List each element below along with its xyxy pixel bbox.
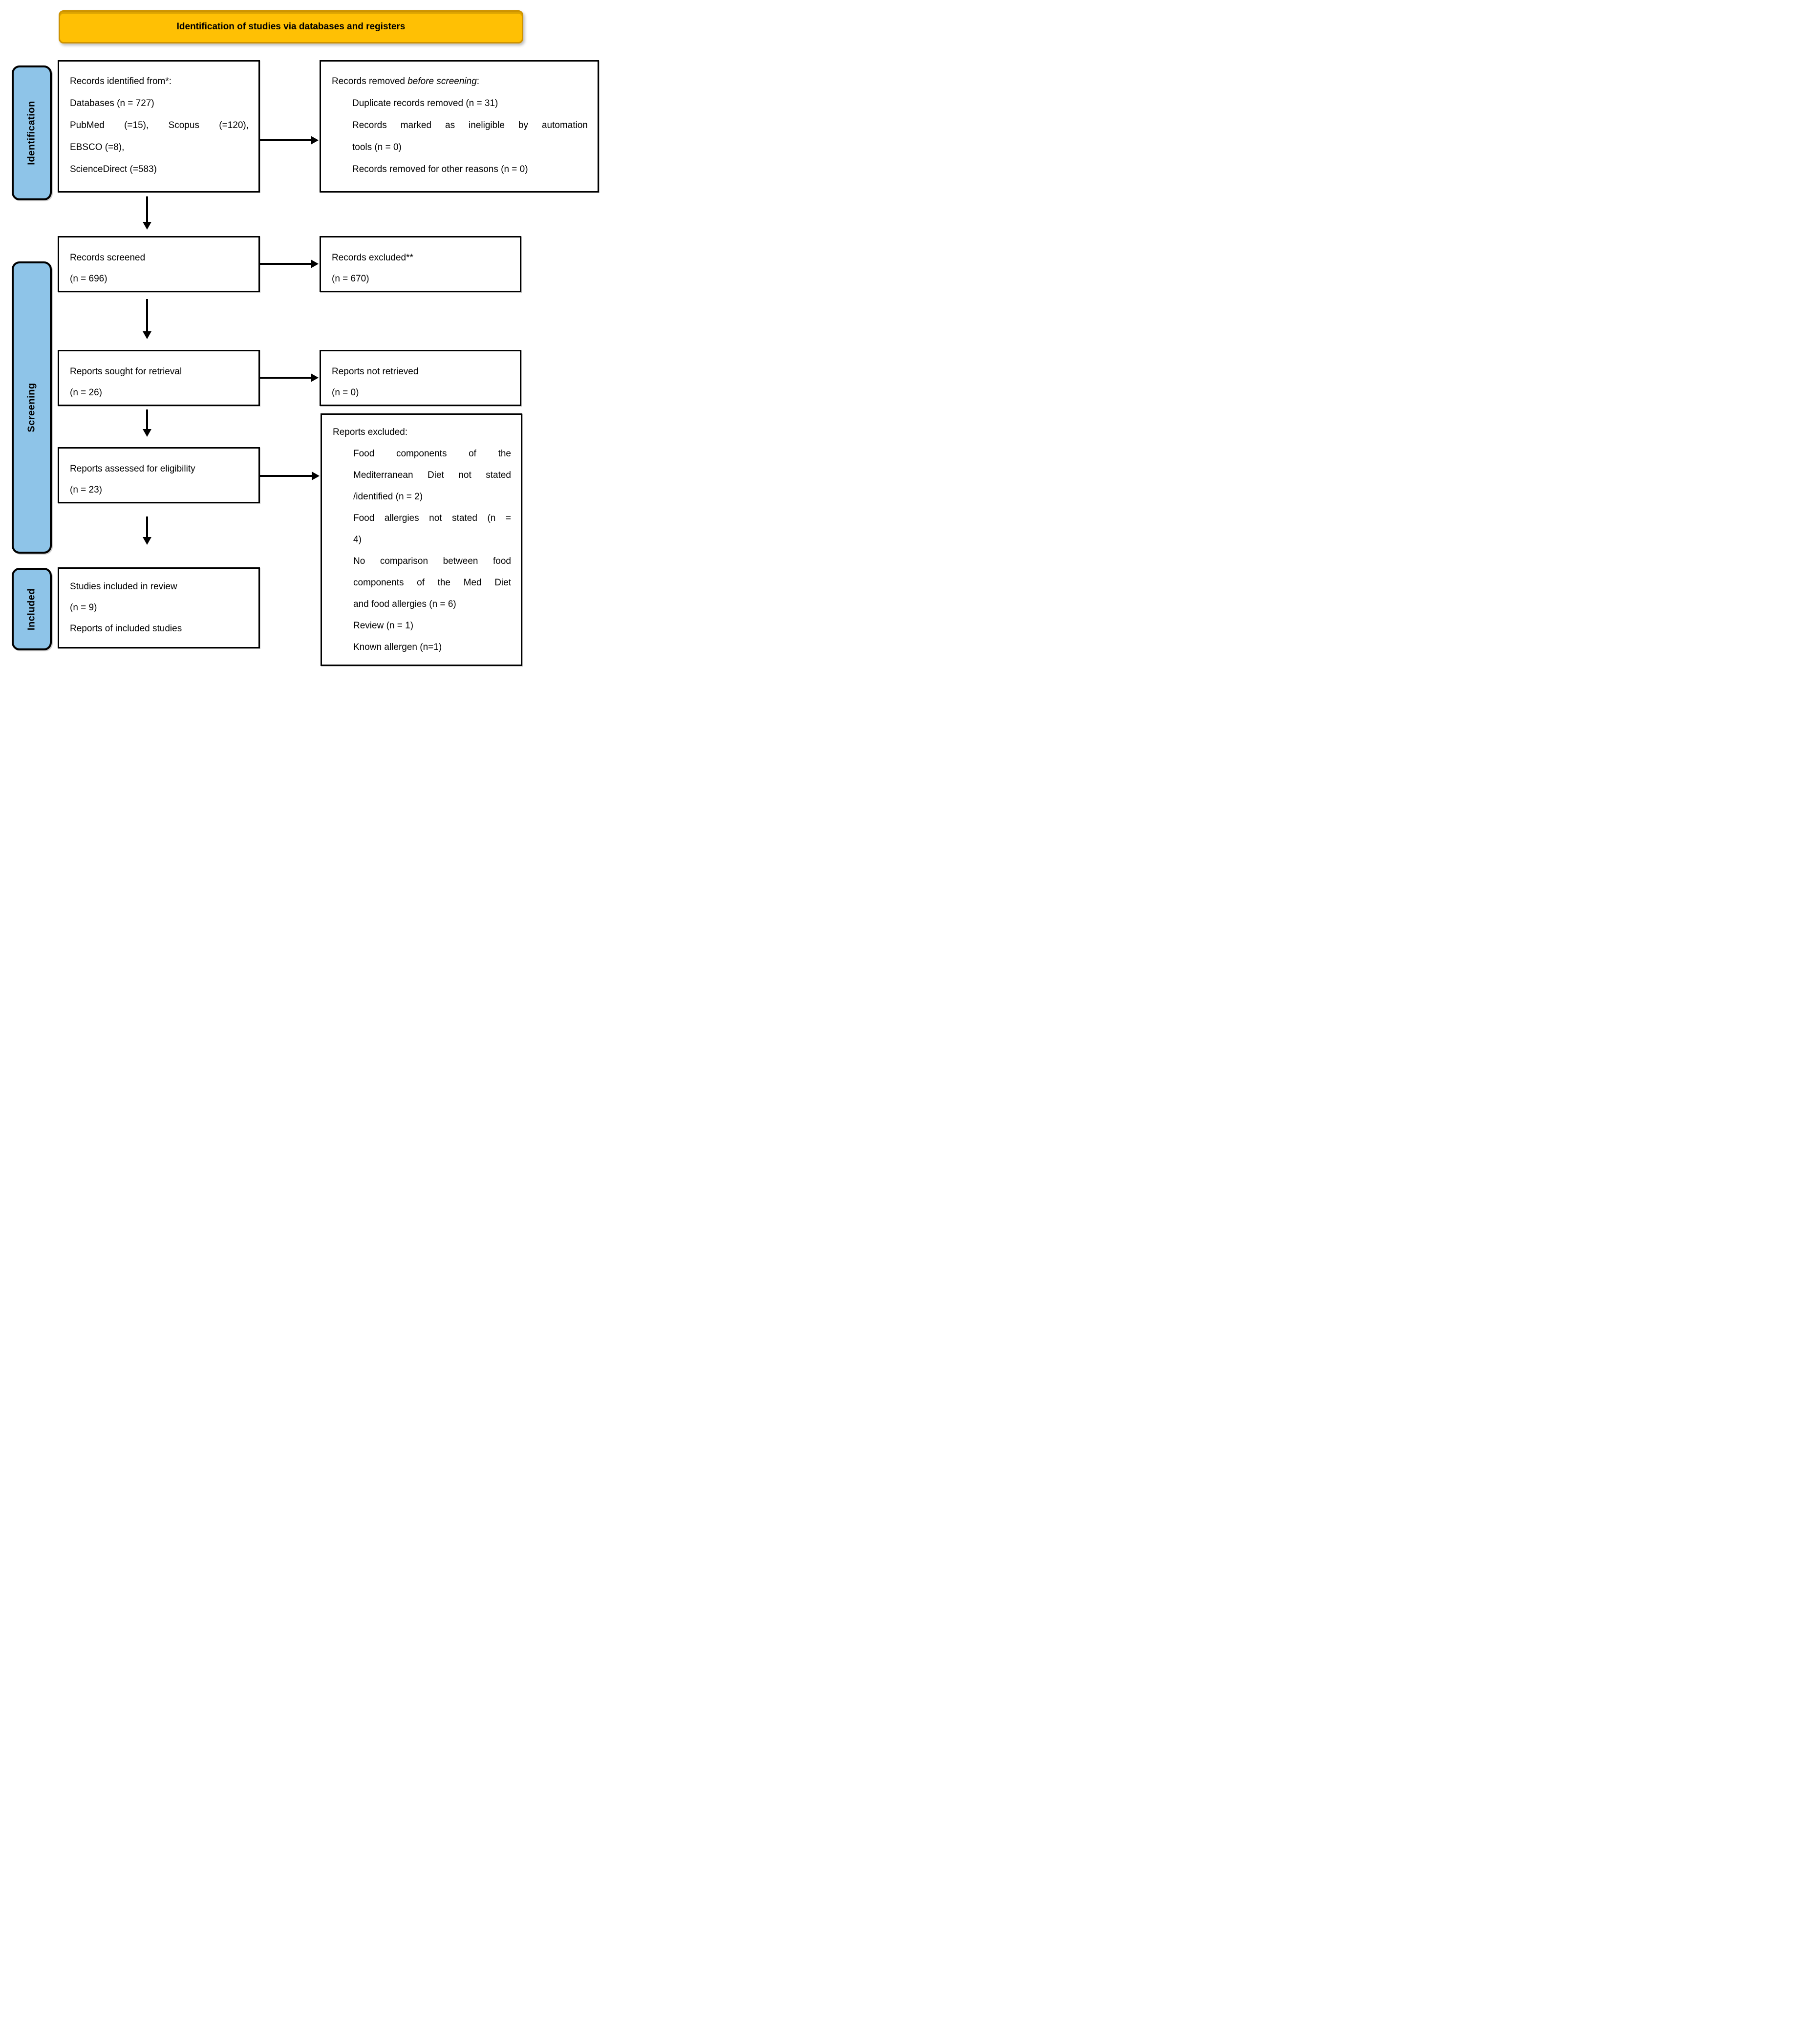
stage-included-label: Included <box>26 588 37 630</box>
text-line: /identified (n = 2) <box>353 492 423 502</box>
text-line: Reports excluded: <box>333 427 408 437</box>
box-records-removed: Records removed before screening: Duplica… <box>320 60 599 193</box>
arrow-screened-down <box>146 299 148 331</box>
box-records-screened-text: Records screened (n = 696) <box>59 237 258 289</box>
text-line: Records removed before screening: <box>332 76 480 86</box>
text-line: (n = 696) <box>70 274 107 284</box>
box-reports-sought-text: Reports sought for retrieval (n = 26) <box>59 351 258 403</box>
stage-identification: Identification <box>12 65 52 200</box>
text-line: Records marked as ineligible by automati… <box>352 120 588 130</box>
stage-included: Included <box>12 568 52 650</box>
arrow-assessed-down <box>146 516 148 537</box>
text-line: (n = 23) <box>70 485 103 495</box>
text-line: Records excluded** <box>332 253 413 263</box>
box-reports-not-retrieved: Reports not retrieved (n = 0) <box>320 350 521 406</box>
text-line: No comparison between food <box>353 556 511 566</box>
text-line: 4) <box>353 535 362 545</box>
title-banner: Identification of studies via databases … <box>59 10 523 43</box>
box-reports-assessed-text: Reports assessed for eligibility (n = 23) <box>59 449 258 500</box>
stage-screening-label: Screening <box>26 383 37 432</box>
arrow-sought-to-not-retrieved <box>260 373 319 382</box>
text-line: tools (n = 0) <box>352 142 402 152</box>
text-line: Food components of the <box>353 449 511 459</box>
stage-screening: Screening <box>12 261 52 554</box>
text-line: Mediterranean Diet not stated <box>353 470 511 480</box>
text-line: PubMed (=15), Scopus (=120), <box>70 120 249 130</box>
text-line: Records identified from*: <box>70 76 172 86</box>
box-records-screened: Records screened (n = 696) <box>58 236 260 292</box>
text-line: Known allergen (n=1) <box>353 642 442 652</box>
box-records-identified: Records identified from*: Databases (n = … <box>58 60 260 193</box>
text-line: (n = 26) <box>70 387 103 398</box>
text-line: (n = 670) <box>332 274 369 284</box>
arrow-identified-down <box>146 196 148 222</box>
text-line: Food allergies not stated (n = <box>353 513 511 523</box>
box-records-excluded: Records excluded** (n = 670) <box>320 236 521 292</box>
title-text: Identification of studies via databases … <box>176 22 406 32</box>
arrow-assessed-to-excluded <box>260 472 320 480</box>
stage-identification-label: Identification <box>26 101 37 165</box>
box-studies-included: Studies included in review (n = 9) Reports… <box>58 567 260 648</box>
text-line: Reports not retrieved <box>332 366 419 377</box>
box-studies-included-text: Studies included in review (n = 9) Reports… <box>59 569 258 639</box>
text-line: Review (n = 1) <box>353 621 414 631</box>
box-reports-assessed: Reports assessed for eligibility (n = 23) <box>58 447 260 503</box>
text-line: Records removed for other reasons (n = 0… <box>352 164 528 174</box>
text-line: EBSCO (=8), <box>70 142 125 152</box>
box-records-excluded-text: Records excluded** (n = 670) <box>321 237 520 289</box>
arrow-identified-to-removed <box>260 136 319 145</box>
text-line: components of the Med Diet <box>353 578 511 588</box>
text-line: (n = 0) <box>332 387 359 398</box>
text-line: Duplicate records removed (n = 31) <box>352 98 498 108</box>
text-line: (n = 9) <box>70 602 97 613</box>
arrow-sought-down <box>146 409 148 429</box>
text-line: and food allergies (n = 6) <box>353 599 456 609</box>
text-line: Reports sought for retrieval <box>70 366 182 377</box>
text-line: ScienceDirect (=583) <box>70 164 157 174</box>
text-line: Records screened <box>70 253 146 263</box>
text-line: Reports assessed for eligibility <box>70 464 195 474</box>
box-records-removed-text: Records removed before screening: Duplica… <box>321 62 598 180</box>
box-records-identified-text: Records identified from*: Databases (n = … <box>59 62 258 180</box>
text-line: Databases (n = 727) <box>70 98 154 108</box>
prisma-flow-diagram: Identification of studies via databases … <box>0 0 607 674</box>
text-line: Reports of included studies <box>70 624 182 634</box>
box-reports-sought: Reports sought for retrieval (n = 26) <box>58 350 260 406</box>
text-line: Studies included in review <box>70 581 177 592</box>
box-reports-not-retrieved-text: Reports not retrieved (n = 0) <box>321 351 520 403</box>
arrow-screened-to-excluded <box>260 259 319 268</box>
